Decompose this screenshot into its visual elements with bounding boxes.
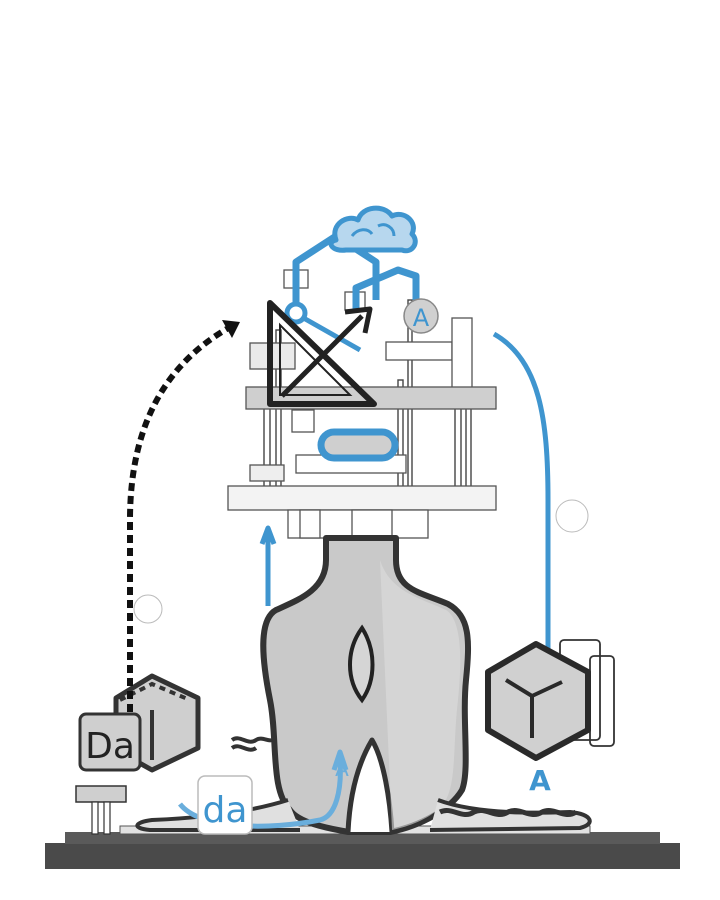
ground-slab — [45, 843, 680, 869]
arrow-a-label: A — [529, 764, 551, 797]
blue-capsule — [317, 428, 399, 462]
node-a-label: A — [413, 304, 430, 332]
isometric-cube-icon — [485, 641, 591, 761]
left-stand-leg-2 — [103, 801, 111, 835]
blue-pipe-frame-right — [352, 266, 420, 312]
ring-node — [284, 301, 308, 325]
scaffold-panels — [227, 269, 497, 539]
dashed-arc-arrowhead — [222, 320, 240, 338]
arrow-a: A — [529, 764, 551, 797]
set-square-icon — [267, 300, 377, 407]
deco-circle-left — [133, 594, 163, 624]
node-a: A — [403, 298, 439, 334]
left-stand-leg — [91, 801, 99, 835]
badge-da-upper: Da — [78, 712, 142, 772]
root-right-wave — [438, 808, 578, 818]
deco-circle-right — [555, 499, 589, 533]
root-left-wave — [230, 736, 273, 752]
blue-pipe-cross — [298, 313, 362, 353]
ground-ledge — [65, 832, 660, 844]
dashed-arc-arrow — [127, 323, 234, 712]
blue-down-arrow — [492, 331, 551, 690]
blue-up-arrow — [259, 525, 277, 606]
badge-da-upper-label: Da — [85, 726, 135, 767]
small-a-label: A — [335, 757, 349, 781]
trunk-body — [260, 535, 472, 835]
badge-da-lower-label: da — [203, 790, 248, 831]
left-stand-top — [75, 785, 127, 803]
badge-da-lower: da — [197, 775, 253, 835]
cloud-icon — [328, 205, 418, 254]
